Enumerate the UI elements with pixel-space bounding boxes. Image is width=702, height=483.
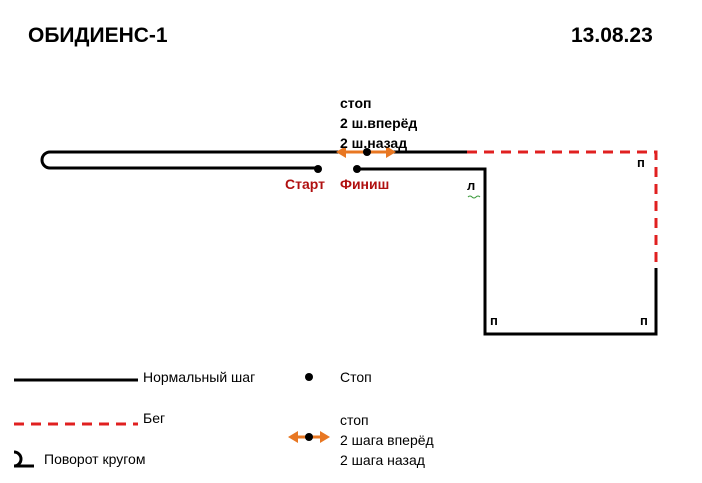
legend-stop-steps-line: стоп — [340, 412, 369, 428]
stop-note: стоп 2 ш.вперёд 2 ш.назад — [340, 93, 417, 153]
turn-around-loop — [40, 150, 467, 170]
stop-note-line: стоп — [340, 95, 372, 111]
legend-turn-label: Поворот кругом — [44, 451, 146, 467]
stop-note-line: 2 ш.назад — [340, 135, 408, 151]
finish-point — [353, 165, 361, 173]
stop-steps-arrow — [336, 146, 396, 158]
corner-label-right-top: п — [637, 155, 645, 170]
run-path — [467, 150, 658, 268]
page-title: ОБИДИЕНС-1 — [28, 24, 168, 47]
corner-label-left-bottom: п — [490, 313, 498, 328]
legend-normal-label: Нормальный шаг — [143, 369, 256, 385]
finish-label: Финиш — [340, 176, 390, 192]
normal-step-path — [357, 167, 658, 336]
start-label: Старт — [285, 176, 325, 192]
legend-run-label: Бег — [143, 410, 166, 426]
legend-stop-steps-line: 2 шага назад — [340, 452, 425, 468]
corner-label-left: л — [467, 178, 476, 193]
start-point — [314, 165, 322, 173]
date-label: 13.08.23 — [571, 24, 653, 47]
legend-stop-steps-line: 2 шага вперёд — [340, 432, 434, 448]
corner-label-right-bottom: п — [640, 313, 648, 328]
spell-squiggle — [467, 195, 481, 199]
legend-stop-steps: стоп 2 шага вперёд 2 шага назад — [340, 410, 434, 470]
legend-stop-dot — [305, 373, 313, 381]
stop-note-line: 2 ш.вперёд — [340, 115, 418, 131]
legend-turn-icon — [13, 450, 34, 468]
legend-stop-label: Стоп — [340, 369, 372, 385]
legend-stop-arrow — [288, 431, 330, 443]
